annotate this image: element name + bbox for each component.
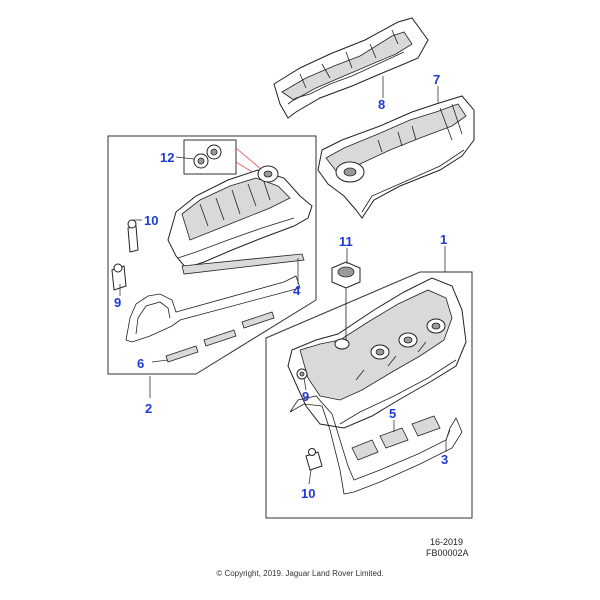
figure-code: FB00002A — [426, 548, 469, 558]
callout-9-right: 9 — [302, 389, 309, 404]
callout-4: 4 — [293, 283, 301, 298]
filler-caps — [193, 144, 263, 179]
date-code: 16-2019 — [430, 537, 464, 547]
callout-6: 6 — [137, 356, 144, 371]
oil-filler-cap — [331, 261, 361, 350]
plug-seals — [351, 415, 441, 461]
callout-10-left: 10 — [144, 213, 158, 228]
callouts: 1 2 3 4 5 6 7 8 9 9 10 10 11 12 — [114, 72, 448, 501]
callout-11: 11 — [339, 234, 353, 249]
grommet-right — [296, 368, 308, 380]
callout-10-right: 10 — [301, 486, 315, 501]
bolt-left — [127, 219, 139, 253]
callout-9-left: 9 — [114, 295, 121, 310]
gasket-loop-left — [125, 275, 301, 343]
kit-12-frame — [183, 139, 237, 175]
engine-cover-lower — [317, 95, 475, 219]
cam-cover-left — [167, 165, 313, 269]
callout-5: 5 — [389, 406, 396, 421]
kit-1-frame — [265, 271, 473, 519]
callout-7: 7 — [433, 72, 440, 87]
callout-1: 1 — [440, 232, 447, 247]
cam-cover-right — [287, 277, 467, 429]
engine-cover-upper — [273, 17, 429, 119]
leader-lines — [119, 76, 451, 485]
callout-8: 8 — [378, 97, 385, 112]
callout-12: 12 — [160, 150, 174, 165]
gasket-right — [289, 395, 463, 495]
kit-2-frame — [107, 135, 317, 375]
bolt-right — [305, 448, 323, 471]
callout-3: 3 — [441, 452, 448, 467]
gasket-strip-left — [181, 253, 305, 275]
seal-strips — [165, 311, 275, 363]
grommet-left — [111, 263, 127, 291]
copyright-notice: © Copyright, 2019. Jaguar Land Rover Lim… — [216, 569, 384, 578]
callout-2: 2 — [145, 401, 152, 416]
